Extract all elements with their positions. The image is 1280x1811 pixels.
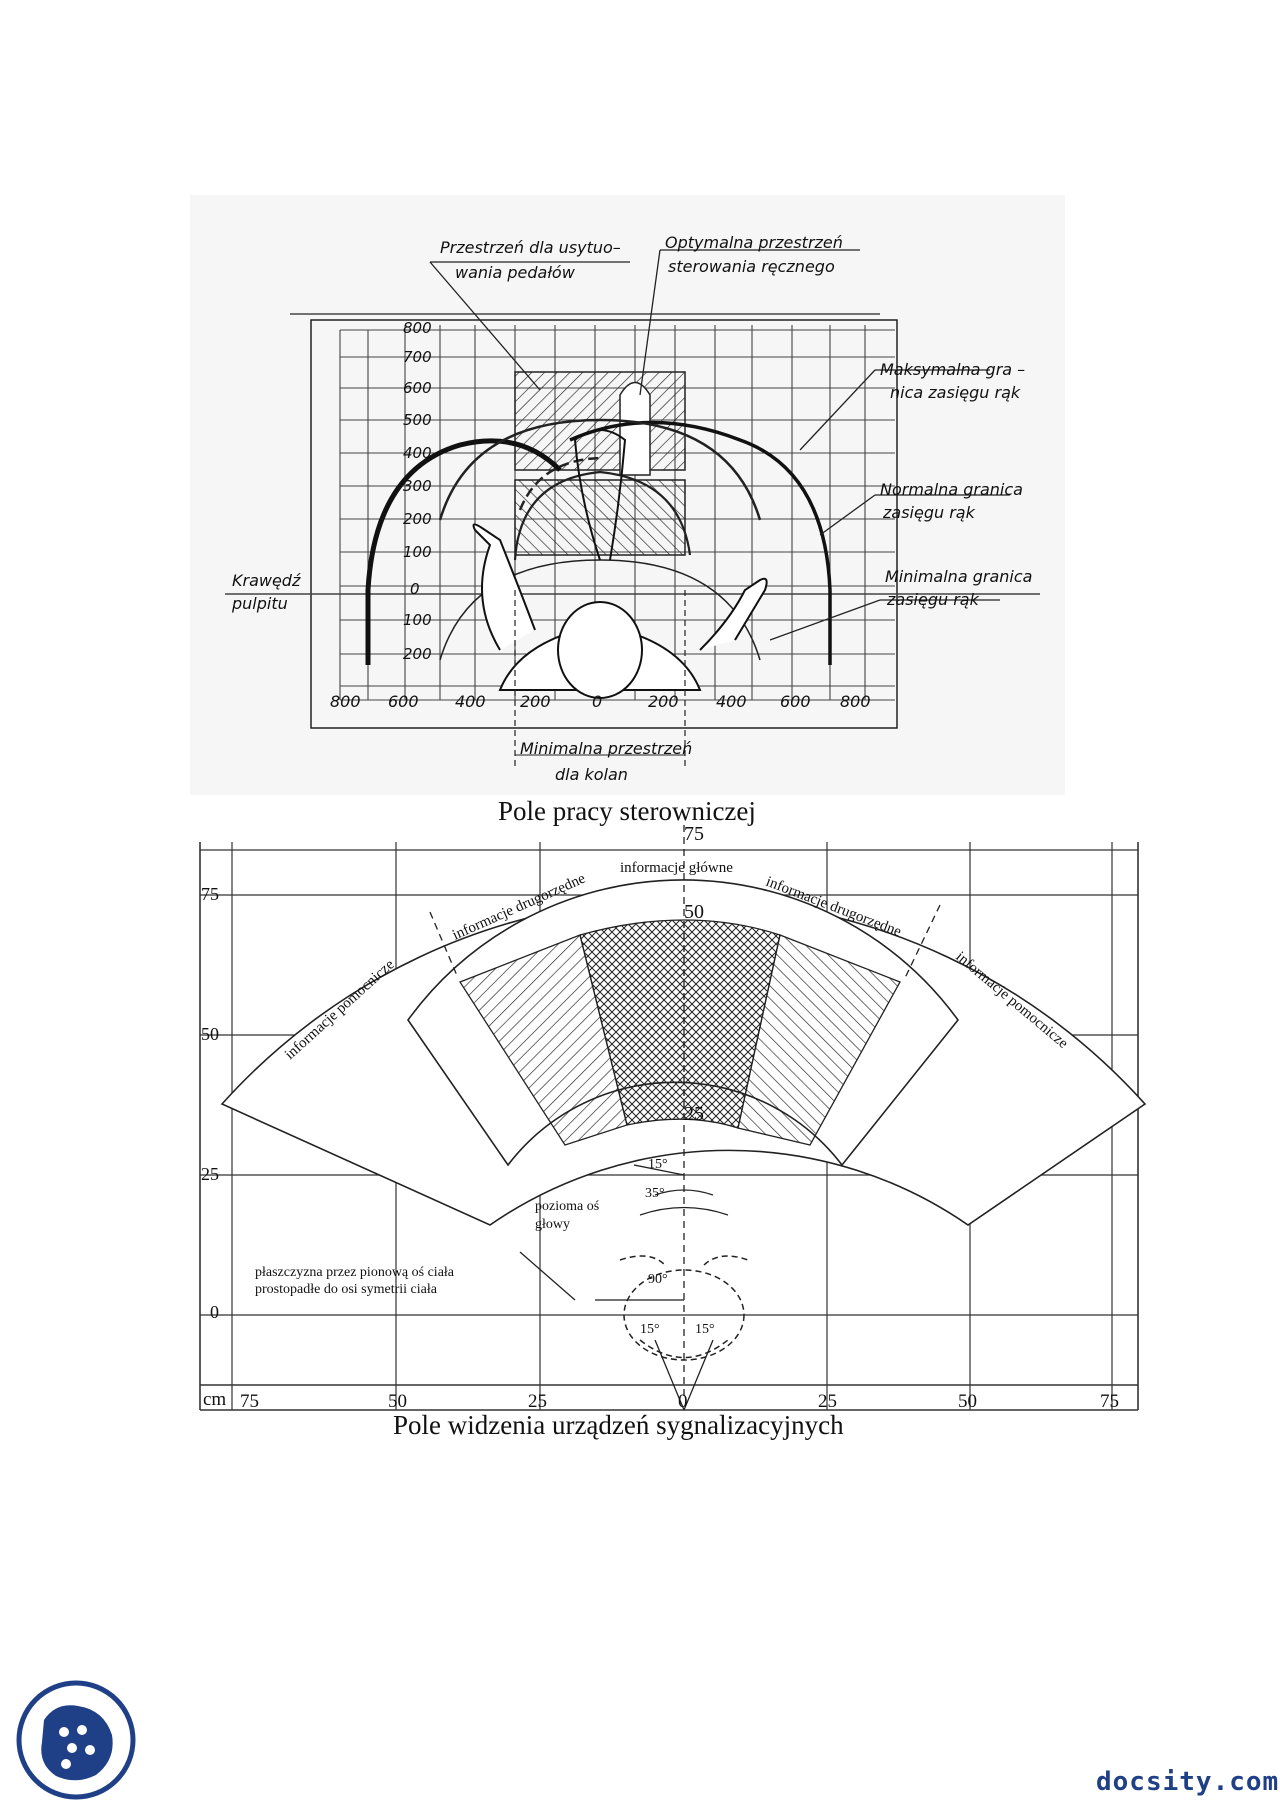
- angle-15-right: 15°: [695, 1322, 715, 1337]
- head-outline: [619, 1255, 749, 1361]
- zone-main: informacje główne: [620, 860, 733, 876]
- logo-icon: [16, 1680, 136, 1800]
- optimal-arc: [438, 418, 762, 521]
- docsity-logo[interactable]: [16, 1680, 136, 1800]
- x-tick-7: 400: [716, 692, 747, 711]
- label-desk-edge-2: pulpitu: [231, 594, 288, 613]
- fig2-y-tick-0: 0: [210, 1302, 219, 1322]
- label-min-reach-1: Minimalna granica: [885, 567, 1032, 586]
- fig2-x-tick-5: 25: [818, 1391, 837, 1412]
- label-pedals-2: wania pedałów: [455, 263, 576, 282]
- label-knees-1: Minimalna przestrzeń: [520, 739, 692, 758]
- label-max-reach-1: Maksymalna gra –: [880, 360, 1025, 379]
- x-tick-3: 400: [455, 692, 486, 711]
- fig2-x-tick-6: 50: [958, 1391, 977, 1412]
- y-tick-1: 800: [403, 319, 432, 337]
- radius-label-25: 25: [684, 1103, 704, 1125]
- y-tick-8: 100: [403, 543, 432, 561]
- radius-label-50: 50: [684, 901, 704, 923]
- figure1-diagram: 800 700 600 500 400 300 200 100 0 100 20…: [190, 195, 1065, 795]
- fig2-y-tick-25: 25: [201, 1164, 219, 1184]
- y-tick-5: 400: [403, 444, 432, 462]
- fig2-x-unit: cm: [203, 1389, 226, 1410]
- fig2-x-tick-2: 50: [388, 1391, 407, 1412]
- figure1-caption: Pole pracy sterowniczej: [498, 796, 756, 826]
- fig2-y-tick-50: 50: [201, 1024, 219, 1044]
- angle-90: 90°: [648, 1272, 668, 1287]
- y-tick-3: 600: [403, 379, 432, 397]
- figure2-diagram: 75 50 25 informacje główne informacje dr…: [199, 823, 1147, 1412]
- figure2-caption: Pole widzenia urządzeń sygnalizacyjnych: [393, 1410, 844, 1440]
- fig2-x-tick-1: 75: [240, 1391, 259, 1412]
- x-tick-9: 800: [840, 692, 871, 711]
- angle-15-upper: 15°: [648, 1157, 668, 1172]
- x-tick-1: 800: [330, 692, 361, 711]
- y-tick-10: 100: [403, 611, 432, 629]
- label-normal-reach-1: Normalna granica: [880, 480, 1023, 499]
- y-tick-6: 300: [403, 477, 432, 495]
- body-plane-label-2: prostopadłe do osi symetrii ciała: [255, 1282, 438, 1297]
- head-axis-label-2: głowy: [535, 1217, 570, 1232]
- fig2-x-tick-4: 0: [678, 1391, 688, 1412]
- angle-35: 35°: [645, 1186, 665, 1201]
- label-knees-2: dla kolan: [555, 765, 628, 784]
- fig2-y-tick-75: 75: [201, 884, 219, 904]
- x-tick-5: 0: [592, 692, 602, 711]
- label-desk-edge-1: Krawędź: [232, 571, 301, 590]
- pedal-area-lower: [514, 479, 686, 556]
- label-min-reach-2: zasięgu rąk: [886, 590, 980, 609]
- x-tick-8: 600: [780, 692, 811, 711]
- operator-figure: [472, 429, 768, 699]
- radius-label-75: 75: [684, 823, 704, 845]
- label-optimal-2: sterowania ręcznego: [668, 257, 835, 276]
- docsity-brand-text[interactable]: docsity.com: [1096, 1767, 1280, 1797]
- x-tick-4: 200: [520, 692, 551, 711]
- y-tick-4: 500: [403, 411, 432, 429]
- normal-reach-arc: [513, 470, 692, 561]
- label-pedals-1: Przestrzeń dla usytuo–: [440, 238, 621, 257]
- y-tick-2: 700: [403, 348, 432, 366]
- body-plane-label-1: płaszczyzna przez pionową oś ciała: [255, 1265, 455, 1280]
- y-tick-9: 0: [410, 580, 420, 598]
- label-max-reach-2: nica zasięgu rąk: [890, 383, 1021, 402]
- max-reach-arc: [365, 438, 562, 665]
- head-axis-label-1: pozioma oś: [535, 1199, 599, 1214]
- label-normal-reach-2: zasięgu rąk: [882, 503, 976, 522]
- fig2-x-tick-3: 25: [528, 1391, 547, 1412]
- x-tick-6: 200: [648, 692, 679, 711]
- label-optimal-1: Optymalna przestrzeń: [665, 233, 843, 252]
- angle-15-left: 15°: [640, 1322, 660, 1337]
- y-tick-7: 200: [403, 510, 432, 528]
- x-tick-2: 600: [388, 692, 419, 711]
- fig2-x-tick-7: 75: [1100, 1391, 1119, 1412]
- y-tick-11: 200: [403, 645, 432, 663]
- secondary-zone-right: [737, 934, 901, 1146]
- figure1-frame: [310, 319, 898, 729]
